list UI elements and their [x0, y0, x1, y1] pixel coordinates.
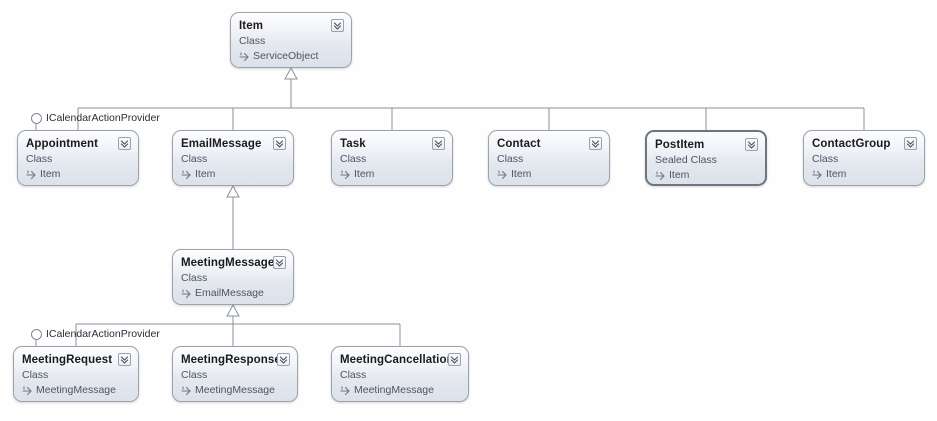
class-stereotype: Class	[239, 35, 266, 47]
base-class-row: Item	[26, 167, 130, 181]
base-class-row: ServiceObject	[239, 49, 343, 63]
base-class-row: MeetingMessage	[340, 383, 460, 397]
base-class-name: Item	[669, 169, 690, 181]
class-stereotype: Class	[497, 153, 524, 165]
chevron-down-icon[interactable]	[904, 137, 917, 150]
base-class-row: Item	[655, 168, 757, 182]
interface-lollipop-appointment[interactable]: ICalendarActionProvider	[31, 112, 160, 124]
class-box-postitem[interactable]: PostItem Sealed Class Item	[645, 130, 767, 186]
class-box-contact[interactable]: Contact Class Item	[488, 130, 610, 186]
interface-lollipop-meetingrequest[interactable]: ICalendarActionProvider	[31, 328, 160, 340]
interface-name: ICalendarActionProvider	[46, 112, 160, 124]
class-name: MeetingResponse	[181, 354, 281, 366]
inheritance-arrow-icon	[655, 170, 665, 180]
inheritance-arrow-icon	[22, 385, 32, 395]
inheritance-arrow-icon	[181, 385, 191, 395]
class-stereotype: Class	[181, 272, 208, 284]
class-box-item[interactable]: Item Class ServiceObject	[230, 12, 352, 68]
class-name: Contact	[497, 138, 541, 150]
inheritance-arrow-icon	[26, 169, 36, 179]
class-stereotype: Class	[181, 153, 208, 165]
base-class-row: Item	[812, 167, 916, 181]
inheritance-arrow-icon	[340, 385, 350, 395]
class-stereotype: Class	[22, 369, 49, 381]
base-class-name: Item	[826, 168, 847, 180]
base-class-name: Item	[40, 168, 61, 180]
chevron-down-icon[interactable]	[745, 138, 758, 151]
base-class-name: Item	[511, 168, 532, 180]
class-name: EmailMessage	[181, 138, 262, 150]
inheritance-arrow-icon	[812, 169, 822, 179]
interface-circle-icon	[31, 112, 42, 124]
class-stereotype: Class	[181, 369, 208, 381]
chevron-down-icon[interactable]	[273, 256, 286, 269]
base-class-name: MeetingMessage	[36, 384, 116, 396]
class-name: Item	[239, 20, 264, 32]
base-class-name: Item	[354, 168, 375, 180]
class-box-meetingcancellation[interactable]: MeetingCancellation Class MeetingMessage	[331, 346, 469, 402]
base-class-row: MeetingMessage	[22, 383, 130, 397]
base-class-row: Item	[340, 167, 444, 181]
chevron-down-icon[interactable]	[118, 137, 131, 150]
chevron-down-icon[interactable]	[277, 353, 290, 366]
inheritance-arrow-icon	[340, 169, 350, 179]
base-class-row: MeetingMessage	[181, 383, 289, 397]
class-stereotype: Class	[340, 153, 367, 165]
chevron-down-icon[interactable]	[589, 137, 602, 150]
class-name: ContactGroup	[812, 138, 891, 150]
base-class-name: Item	[195, 168, 216, 180]
class-box-appointment[interactable]: Appointment Class Item	[17, 130, 139, 186]
interface-name: ICalendarActionProvider	[46, 328, 160, 340]
inheritance-arrow-icon	[181, 169, 191, 179]
inheritance-arrow-icon	[497, 169, 507, 179]
chevron-down-icon[interactable]	[432, 137, 445, 150]
base-class-name: ServiceObject	[253, 50, 319, 62]
class-name: PostItem	[655, 139, 705, 151]
class-name: MeetingCancellation	[340, 354, 454, 366]
inheritance-arrow-icon	[239, 51, 249, 61]
base-class-name: MeetingMessage	[354, 384, 434, 396]
class-name: MeetingMessage	[181, 257, 275, 269]
base-class-row: EmailMessage	[181, 286, 285, 300]
chevron-down-icon[interactable]	[331, 19, 344, 32]
class-name: Appointment	[26, 138, 99, 150]
class-stereotype: Class	[340, 369, 367, 381]
base-class-name: MeetingMessage	[195, 384, 275, 396]
base-class-row: Item	[181, 167, 285, 181]
class-box-meetingmessage[interactable]: MeetingMessage Class EmailMessage	[172, 249, 294, 305]
class-name: MeetingRequest	[22, 354, 113, 366]
class-box-contactgroup[interactable]: ContactGroup Class Item	[803, 130, 925, 186]
base-class-name: EmailMessage	[195, 287, 264, 299]
class-box-meetingresponse[interactable]: MeetingResponse Class MeetingMessage	[172, 346, 298, 402]
chevron-down-icon[interactable]	[448, 353, 461, 366]
class-box-task[interactable]: Task Class Item	[331, 130, 453, 186]
class-stereotype: Class	[812, 153, 839, 165]
inheritance-arrow-icon	[181, 288, 191, 298]
class-box-meetingrequest[interactable]: MeetingRequest Class MeetingMessage	[13, 346, 139, 402]
chevron-down-icon[interactable]	[118, 353, 131, 366]
chevron-down-icon[interactable]	[273, 137, 286, 150]
base-class-row: Item	[497, 167, 601, 181]
class-stereotype: Sealed Class	[655, 154, 717, 166]
interface-circle-icon	[31, 328, 42, 340]
class-stereotype: Class	[26, 153, 53, 165]
class-name: Task	[340, 138, 366, 150]
class-box-emailmessage[interactable]: EmailMessage Class Item	[172, 130, 294, 186]
